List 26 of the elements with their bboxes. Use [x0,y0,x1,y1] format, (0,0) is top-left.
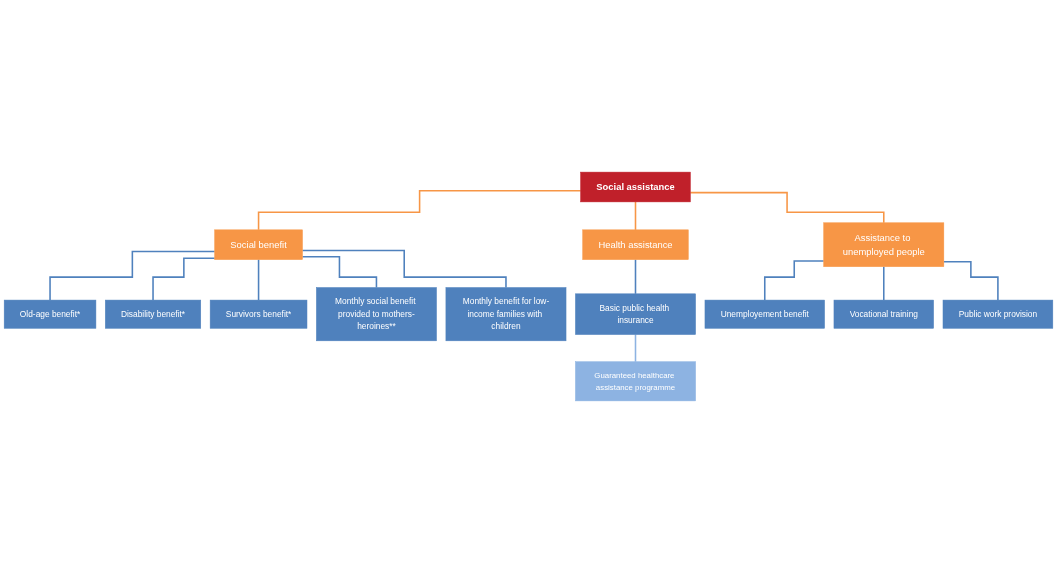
node-box: Monthly benefit for low-income families with children [445,287,567,342]
connector [634,258,637,295]
connector [301,249,507,289]
connector [49,250,216,301]
node-box: Social assistance [580,171,691,203]
node-box: Old-age benefit* [3,299,97,329]
node-box: Social benefit [214,229,303,260]
node-box: Disability benefit* [105,299,201,329]
node-box: Monthly social benefit provided to mothers-heroines** [316,287,437,342]
node-box: Vocational training [833,299,934,329]
connector [689,191,885,224]
connector [634,201,637,231]
connector [301,256,378,289]
connector [763,260,825,301]
node-box: Basic public health insurance [575,293,696,335]
node-box: Health assistance [582,229,689,260]
connector [152,257,216,301]
connector [883,265,885,301]
node-box: Survivors benefit* [209,299,308,329]
connector [257,189,582,231]
connector [634,333,637,363]
connector [943,260,999,301]
node-box: Unemployement benefit [704,299,825,329]
node-box: Assistance to unemployed people [823,222,945,267]
connector [257,258,260,301]
node-box: Public work provision [942,299,1054,329]
